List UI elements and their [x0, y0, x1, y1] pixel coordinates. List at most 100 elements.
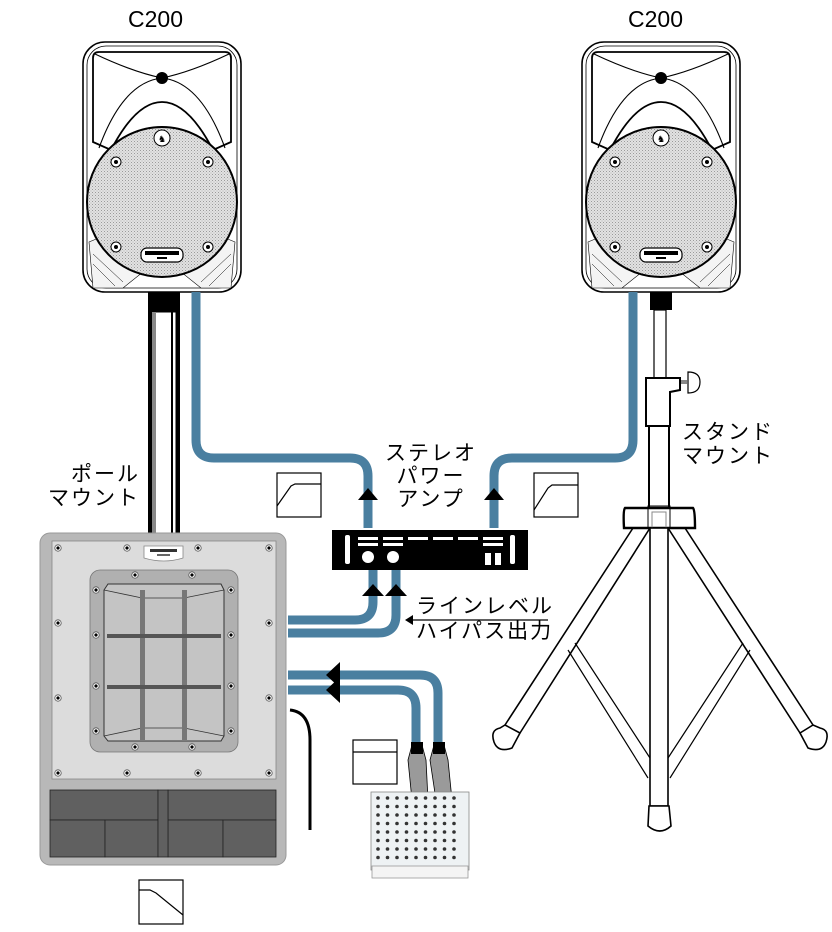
mixer-knob — [395, 804, 399, 809]
mixer-knob — [452, 838, 456, 843]
mixer-knob — [376, 830, 380, 834]
stand-mount — [492, 290, 828, 832]
mixer-knob — [423, 804, 428, 809]
mixer-knob — [442, 830, 447, 834]
mixer-knob — [404, 821, 409, 826]
mixer-knob — [385, 838, 390, 843]
mixer-knob — [376, 855, 380, 860]
mixer-knob — [395, 821, 399, 826]
mixer-knob — [442, 821, 447, 826]
left-speaker-label: C200 — [128, 6, 183, 32]
right-c200-speaker — [581, 41, 741, 293]
pole-mount — [148, 290, 180, 536]
mixer-knob — [395, 830, 399, 834]
speaker-cables — [191, 292, 638, 742]
mixer-knob — [423, 821, 428, 826]
power-cord — [289, 708, 312, 830]
pole-mount-label: ポール マウント — [48, 462, 140, 511]
mixer-knob — [395, 855, 399, 860]
mixer-knob — [414, 838, 418, 843]
mixer-knob — [433, 830, 437, 834]
mixer-knob — [452, 855, 456, 860]
mixer-knob — [404, 830, 409, 834]
mixer-knob — [395, 796, 399, 800]
mixer-knob — [442, 855, 447, 860]
mixer-knob — [376, 847, 380, 851]
mixer-knob — [385, 855, 390, 860]
mixer-knob — [433, 855, 437, 860]
mixer — [370, 742, 470, 879]
mixer-knob — [376, 821, 380, 826]
cable-sub-out-1-to-amp — [288, 566, 378, 625]
subwoofer-ports — [49, 789, 277, 858]
line-out-label: ラインレベル ハイパス出力 — [416, 594, 554, 644]
mixer-knob — [404, 813, 409, 817]
arrow-up-amp-in-1 — [362, 584, 384, 596]
low-pass-icon — [138, 879, 184, 925]
mixer-knob — [423, 838, 428, 843]
mixer-knob — [433, 796, 437, 800]
mixer-knob — [385, 830, 390, 834]
cable-mixer-to-sub-in-2 — [288, 685, 421, 742]
mixer-knob — [452, 830, 456, 834]
high-pass-icon-right — [533, 472, 579, 518]
amp-label: ステレオ パワー アンプ — [385, 441, 477, 512]
mixer-knob — [414, 813, 418, 817]
mixer-knob — [433, 813, 437, 817]
mixer-knob — [442, 813, 447, 817]
cable-mixer-to-sub-in-1 — [288, 670, 443, 742]
mixer-knob — [452, 821, 456, 826]
mixer-knob — [414, 821, 418, 826]
mixer-knob — [452, 813, 456, 817]
mixer-knob — [376, 796, 380, 800]
mixer-knob — [414, 796, 418, 800]
cable-sub-out-2-to-amp — [288, 566, 401, 638]
mixer-knob — [423, 830, 428, 834]
mixer-knob — [414, 804, 418, 809]
mixer-knob — [414, 830, 418, 834]
mixer-knob — [414, 855, 418, 860]
mixer-knob — [442, 847, 447, 851]
mixer-knob — [395, 838, 399, 843]
mixer-knob — [404, 796, 409, 800]
mixer-knob — [385, 796, 390, 800]
stand-mount-label: スタンド マウント — [682, 420, 774, 469]
stereo-power-amp — [332, 530, 528, 570]
mixer-knob — [385, 847, 390, 851]
mixer-knob — [404, 838, 409, 843]
mixer-knob — [404, 855, 409, 860]
mixer-knob — [376, 838, 380, 843]
signal-arrows — [326, 488, 548, 703]
full-range-icon — [352, 739, 398, 785]
mixer-knob — [385, 813, 390, 817]
high-pass-icon-left — [276, 472, 322, 518]
cable-amp-to-right-speaker — [489, 292, 638, 528]
mixer-knob — [404, 804, 409, 809]
mixer-knob — [452, 847, 456, 851]
mixer-knob — [376, 813, 380, 817]
mixer-knob — [395, 847, 399, 851]
mixer-knob — [423, 813, 428, 817]
right-speaker-label: C200 — [628, 6, 683, 32]
active-subwoofer — [39, 532, 312, 866]
mixer-knob — [385, 821, 390, 826]
subwoofer-badge — [143, 545, 184, 562]
arrow-up-right-speaker — [484, 488, 504, 500]
arrow-left-sub-in-2 — [326, 677, 340, 703]
mixer-knob — [395, 813, 399, 817]
mixer-knob — [423, 796, 428, 800]
arrow-line-out-pointer — [405, 615, 413, 625]
mixer-knob — [385, 804, 390, 809]
mixer-knob — [442, 838, 447, 843]
mixer-knob — [442, 796, 447, 800]
mixer-knob — [433, 838, 437, 843]
mixer-knob — [442, 804, 447, 809]
mixer-knob — [376, 804, 380, 809]
mixer-knob — [433, 821, 437, 826]
arrow-up-left-speaker — [358, 488, 378, 500]
mixer-knob — [423, 847, 428, 851]
mixer-knob — [423, 855, 428, 860]
mixer-knob — [433, 804, 437, 809]
